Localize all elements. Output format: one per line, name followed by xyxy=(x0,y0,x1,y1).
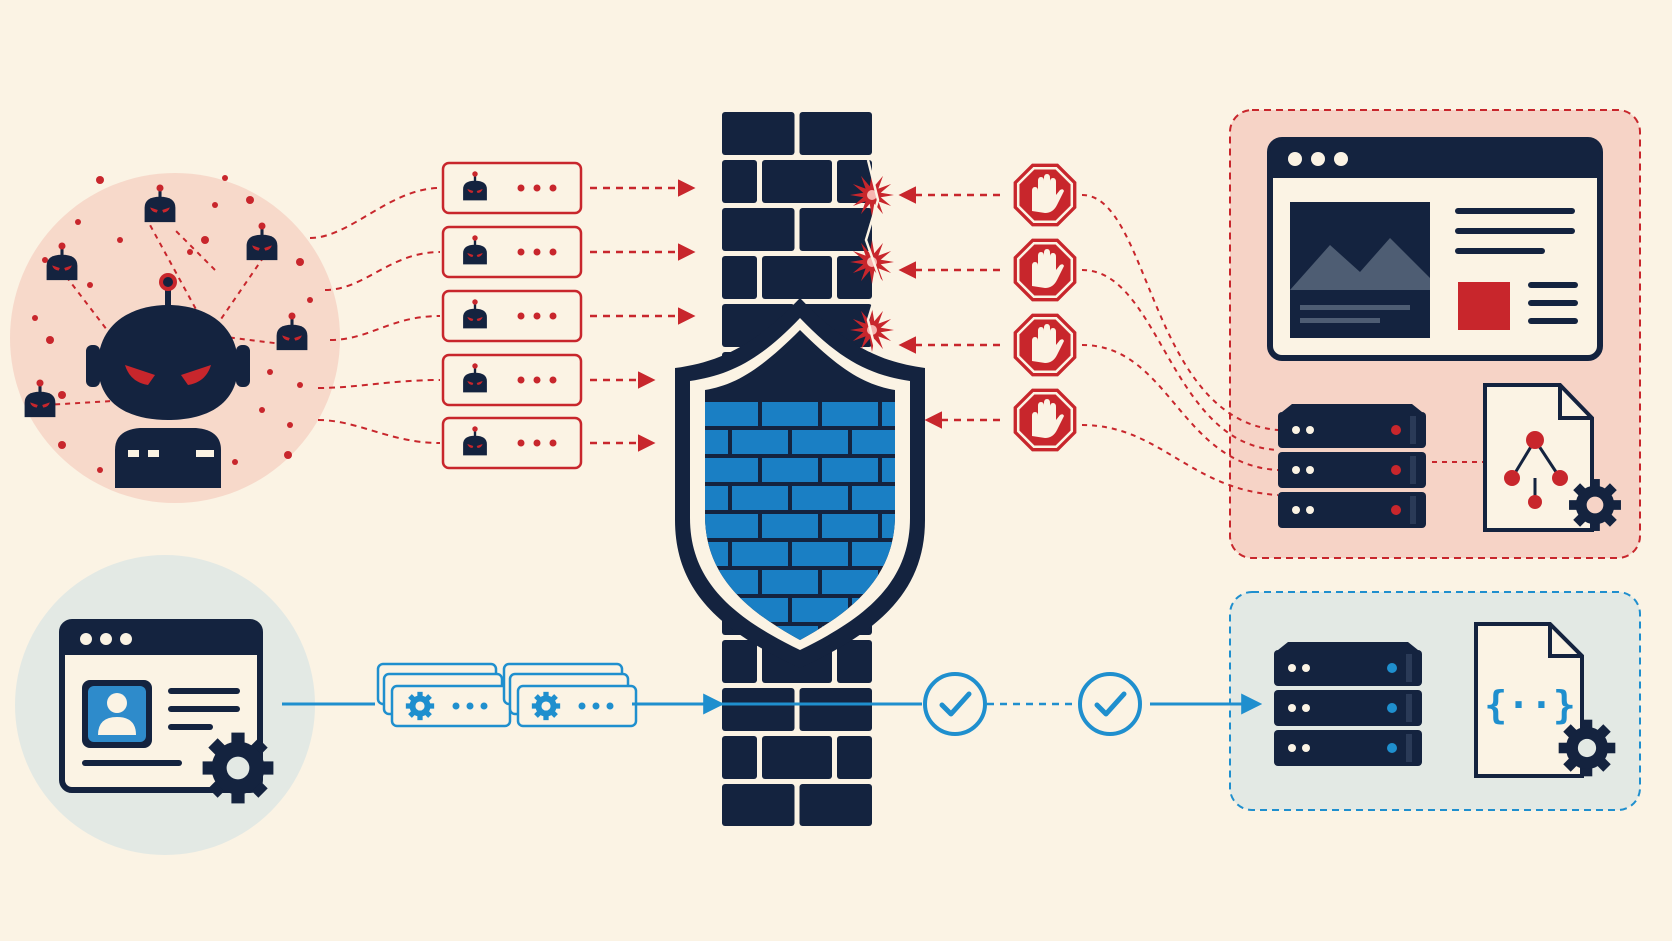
bot-request-icon xyxy=(463,299,487,329)
stop-hand-icon xyxy=(1013,388,1077,452)
bot-swarm-dots xyxy=(32,175,313,473)
legit-request xyxy=(502,662,638,728)
swarm-dot xyxy=(96,176,104,184)
gear-icon xyxy=(531,691,561,721)
bot-swarm-icon xyxy=(86,273,250,488)
legit-request xyxy=(376,662,512,728)
server-rack-icon xyxy=(1274,642,1422,766)
bot-request-icon xyxy=(246,222,278,261)
malicious-request xyxy=(329,289,696,343)
stop-hand-icon xyxy=(1013,313,1077,377)
bot-request-icon xyxy=(463,426,487,456)
threat-server-connectors xyxy=(1081,194,1490,496)
website-window-icon xyxy=(1267,137,1603,361)
check-group xyxy=(923,672,1142,736)
swarm-dot xyxy=(297,382,303,388)
swarm-dot xyxy=(32,315,38,321)
gear-icon xyxy=(405,691,435,721)
bot-request-icon xyxy=(24,379,56,418)
check-circle-icon xyxy=(923,672,987,736)
small-bot-group xyxy=(24,184,308,418)
swarm-dot xyxy=(201,236,209,244)
bot-request-icon xyxy=(276,312,308,351)
swarm-dot xyxy=(222,175,228,181)
malicious-request xyxy=(317,353,656,407)
gear-icon xyxy=(1569,479,1621,531)
svg-text:{··}: {··} xyxy=(1484,683,1576,727)
bot-request-icon xyxy=(463,235,487,265)
swarm-dot xyxy=(58,391,66,399)
bot-request-icon xyxy=(46,242,78,281)
api-code-document-icon: {··} xyxy=(1474,622,1584,778)
bot-request-icon xyxy=(463,363,487,393)
swarm-dot xyxy=(284,451,292,459)
swarm-dot xyxy=(117,237,123,243)
shield-icon xyxy=(675,298,925,668)
swarm-dot xyxy=(232,459,238,465)
gear-icon xyxy=(202,732,274,804)
malicious-request-group xyxy=(309,161,696,470)
legit-request-group xyxy=(376,662,638,728)
impact-burst-group xyxy=(850,159,894,353)
swarm-dot xyxy=(87,282,93,288)
bot-request-icon xyxy=(144,184,176,223)
malicious-request xyxy=(324,225,696,291)
swarm-dot xyxy=(187,249,193,255)
swarm-dot xyxy=(259,407,265,413)
gear-icon xyxy=(202,732,274,804)
blocked-request-group xyxy=(898,163,1077,452)
gear-icon xyxy=(1558,719,1616,777)
document-sitemap-icon xyxy=(1483,383,1594,532)
swarm-dot xyxy=(267,369,273,375)
swarm-dot xyxy=(97,467,103,473)
server-rack-icon xyxy=(1278,404,1426,528)
wall-crack xyxy=(864,159,882,353)
malicious-request xyxy=(309,161,696,239)
impact-burst-icon xyxy=(850,173,894,217)
malicious-request xyxy=(317,416,656,470)
swarm-dot xyxy=(296,258,304,266)
swarm-dot xyxy=(58,441,66,449)
swarm-dot xyxy=(246,196,254,204)
gear-icon xyxy=(1569,479,1621,531)
stop-hand-icon xyxy=(1013,238,1077,302)
gear-icon xyxy=(1558,719,1616,777)
swarm-dot xyxy=(287,422,293,428)
bot-request-icon xyxy=(463,171,487,201)
swarm-dot xyxy=(212,202,218,208)
stop-hand-icon xyxy=(1013,163,1077,227)
swarm-dot xyxy=(307,297,313,303)
check-circle-icon xyxy=(1078,672,1142,736)
swarm-dot xyxy=(75,219,81,225)
swarm-dot xyxy=(42,257,48,263)
swarm-dot xyxy=(46,336,54,344)
